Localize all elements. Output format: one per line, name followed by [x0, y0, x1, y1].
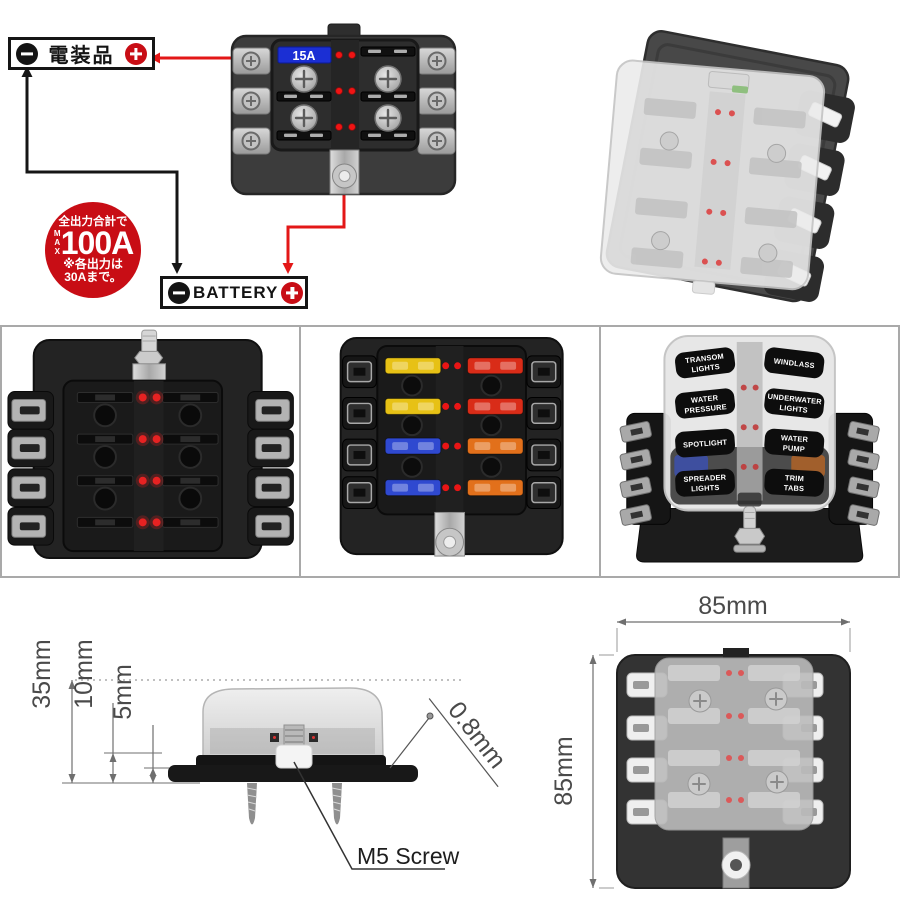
svg-text:15A: 15A — [293, 49, 316, 63]
svg-text:WATERPUMP: WATERPUMP — [780, 433, 809, 454]
badge-max-label: MAX — [52, 229, 62, 257]
fuse — [385, 357, 442, 375]
svg-text:WATERPRESSURE: WATERPRESSURE — [683, 392, 727, 415]
fuse — [385, 479, 442, 497]
dimension-drawings: 35mm 10mm 5mm — [28, 592, 851, 889]
fuse-box-illustration: 15A — [230, 23, 457, 196]
fuse-slots-empty — [76, 392, 219, 528]
indicator-leds — [740, 384, 759, 470]
dim-total-height: 35mm — [28, 639, 56, 708]
badge-note-line2: 30Aまで。 — [64, 270, 122, 285]
arrow-left-icon — [150, 52, 160, 64]
circuit-labels: TRANSOMLIGHTS WINDLASS WATERPRESSURE UND… — [674, 347, 824, 497]
fuse — [467, 479, 524, 497]
plus-icon — [125, 42, 147, 65]
dim-width: 85mm — [698, 592, 767, 620]
m5-screw-label: M5 Screw — [357, 843, 460, 869]
max-current-badge: 全出力合計で MAX 100A ※各出力は 30Aまで。 — [45, 202, 141, 298]
plus-icon — [281, 281, 304, 304]
wiring-diagram-graphic: 15A — [21, 23, 855, 303]
power-led-green — [731, 85, 749, 94]
top-stud — [132, 329, 167, 385]
blade-fuses — [385, 357, 524, 497]
clear-cover-top — [654, 657, 814, 831]
product-render-3d — [599, 30, 855, 303]
bottom-stud — [434, 511, 466, 557]
photo-bare-block — [2, 327, 300, 576]
screw-wells — [93, 403, 203, 511]
indicator-leds — [135, 390, 164, 530]
bottom-stud — [721, 837, 751, 889]
indicator-leds — [442, 362, 462, 492]
load-label: 電装品 — [48, 45, 115, 67]
svg-text:SPREADERLIGHTS: SPREADERLIGHTS — [683, 473, 727, 494]
photo-gallery: TRANSOMLIGHTS WINDLASS WATERPRESSURE UND… — [0, 325, 900, 578]
spade-terminals — [619, 421, 880, 526]
panel-screws — [290, 65, 402, 132]
photo-fused-block — [299, 327, 599, 576]
screw-wells — [401, 374, 503, 478]
cover-profile — [202, 687, 384, 758]
dim-base-height: 10mm — [70, 639, 98, 708]
fuse — [385, 397, 442, 415]
arrow-down-icon — [282, 263, 294, 274]
m5-stud-profile — [270, 724, 318, 769]
spade-terminals — [7, 391, 294, 546]
fuse — [467, 357, 524, 375]
dim-flange-height: 5mm — [109, 664, 137, 720]
minus-icon — [16, 42, 38, 65]
indicator-leds — [726, 670, 744, 803]
arrow-up-icon — [21, 66, 33, 77]
svg-text:UNDERWATERLIGHTS: UNDERWATERLIGHTS — [766, 392, 823, 417]
negative-wire — [21, 66, 183, 274]
minus-icon — [168, 281, 190, 304]
load-label-box: 電装品 — [8, 37, 155, 70]
dim-terminal-thickness: 0.8mm — [442, 696, 511, 773]
positive-battery-wire — [282, 184, 350, 274]
top-view-drawing: 85mm 85mm — [550, 592, 851, 889]
output-terminals — [232, 47, 456, 155]
badge-top-line: 全出力合計で — [58, 215, 128, 228]
side-view-drawing: 35mm 10mm 5mm — [28, 639, 511, 870]
battery-label: BATTERY — [193, 282, 279, 302]
spade-terminals — [342, 355, 562, 509]
dim-depth: 85mm — [550, 736, 578, 805]
positive-load-wire — [150, 52, 244, 64]
battery-label-box: BATTERY — [160, 276, 308, 309]
arrow-down-icon — [171, 263, 183, 274]
mounting-screws — [246, 783, 343, 825]
indicator-leds — [335, 51, 356, 131]
bottom-stud — [732, 506, 766, 553]
badge-amps: 100A — [60, 224, 134, 261]
svg-text:TRIMTABS: TRIMTABS — [783, 473, 804, 493]
fuse-rating-label: 15A — [277, 46, 332, 64]
svg-text:SPOTLIGHT: SPOTLIGHT — [682, 437, 727, 449]
fuse — [467, 437, 524, 455]
fuse — [467, 397, 524, 415]
base-profile — [168, 765, 418, 782]
photo-labeled-block: TRANSOMLIGHTS WINDLASS WATERPRESSURE UND… — [598, 327, 898, 576]
clear-cover — [599, 59, 826, 295]
battery-stud — [329, 149, 360, 195]
svg-text:TRANSOMLIGHTS: TRANSOMLIGHTS — [684, 352, 725, 376]
fuse — [385, 437, 442, 455]
badge-note-line1: ※各出力は — [63, 257, 123, 272]
